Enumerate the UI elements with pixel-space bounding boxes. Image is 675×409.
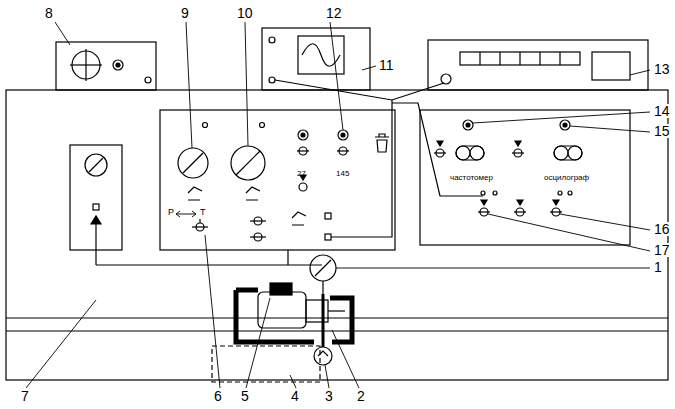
panel-text: частотомер — [450, 174, 493, 182]
callout-number: 12 — [325, 6, 343, 20]
pipe — [96, 250, 322, 265]
panel-text: 27 — [297, 170, 306, 178]
callout-number: 10 — [236, 6, 254, 20]
pump-unit — [212, 283, 352, 382]
pressure-gauge-1 — [310, 255, 336, 294]
panel-text: T — [200, 208, 206, 217]
pressure-panel-7 — [70, 145, 122, 265]
callout-number: 13 — [653, 62, 671, 76]
panel-text: осцилограф — [544, 174, 589, 182]
callout-number: 9 — [180, 6, 190, 20]
callout-number: 1 — [653, 260, 663, 274]
callout-number: 4 — [290, 389, 300, 403]
generator-8 — [56, 42, 156, 90]
panel: P T 27 145 — [160, 110, 395, 250]
callout-number: 5 — [240, 389, 250, 403]
panel-text: 145 — [336, 170, 349, 178]
panel: частотомер осцилограф — [420, 110, 630, 245]
callout-number: 3 — [324, 389, 334, 403]
callout-number: 11 — [378, 58, 395, 72]
frequency-meter-13 — [428, 40, 648, 90]
callout-number: 7 — [20, 389, 30, 403]
rail — [6, 330, 668, 331]
bench-frame — [6, 90, 668, 380]
panel-text: P — [168, 208, 174, 217]
callout-number: 2 — [356, 389, 366, 403]
direction-arrow — [176, 211, 196, 217]
leader-lines — [26, 22, 650, 388]
cable — [275, 80, 444, 100]
rail — [6, 317, 668, 318]
callout-number: 14 — [653, 104, 671, 118]
cable — [331, 100, 392, 237]
callout-number: 15 — [653, 124, 671, 138]
control-panel-6 — [160, 110, 395, 250]
callout-number: 17 — [653, 243, 671, 257]
cable — [392, 103, 483, 196]
callout-number: 6 — [213, 389, 223, 403]
measurement-panel — [420, 110, 630, 245]
callout-number: 16 — [653, 222, 671, 236]
callout-number: 8 — [44, 6, 54, 20]
